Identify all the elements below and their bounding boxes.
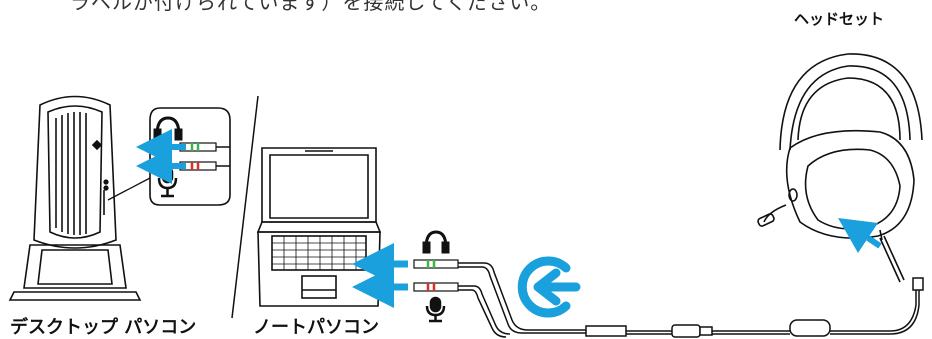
headset-label: ヘッドセット	[794, 10, 885, 28]
laptop-illustration	[256, 147, 382, 307]
headset-arrow	[838, 218, 882, 253]
microphone-icon	[425, 296, 446, 323]
desktop-port-callout	[107, 107, 231, 206]
laptop-label: ノートパソコン	[253, 317, 379, 338]
headphone-icon	[422, 230, 450, 254]
headset-illustration	[757, 53, 923, 283]
instruction-text: ラベルが付けられています）を接続してください。	[70, 0, 552, 14]
splitter-cable	[458, 262, 924, 338]
connect-arrow-icon	[517, 256, 581, 318]
separator-line	[231, 95, 259, 319]
laptop-headphone-plug	[413, 259, 459, 269]
desktop-label: デスクトップ パソコン	[10, 317, 197, 338]
desktop-pc-illustration	[8, 95, 142, 301]
laptop-mic-plug	[413, 282, 459, 292]
